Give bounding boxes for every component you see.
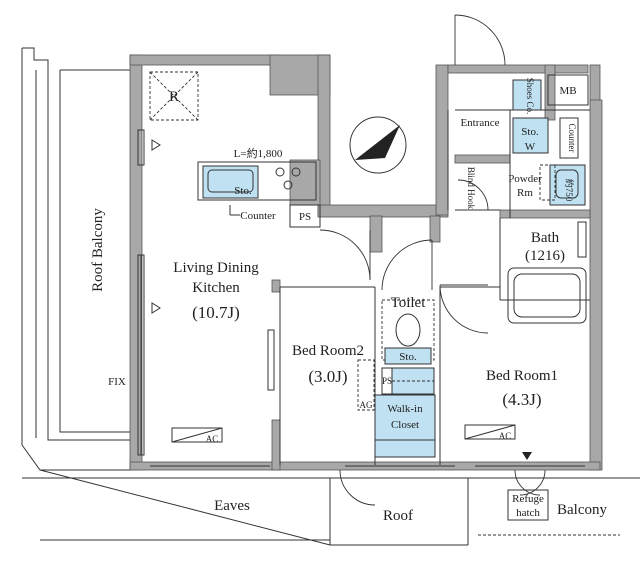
walls [129, 54, 603, 471]
kitchen-length-label: L=約1,800 [234, 146, 283, 160]
ps-box [289, 204, 321, 228]
entrance-counter-label: Counter [567, 124, 577, 153]
entrance-sto-label: Sto. [521, 126, 539, 138]
bed2-size: (3.0J) [308, 367, 347, 386]
walk-in-closet [374, 394, 436, 458]
partitions [137, 109, 590, 465]
ag-label: AG [360, 400, 373, 410]
ldk-label-1: Living Dining [173, 260, 259, 276]
ps-label: PS [299, 211, 311, 223]
roof-label: Roof [383, 508, 413, 524]
bath-size: (1216) [525, 248, 565, 264]
triangle-down-icon [522, 452, 532, 460]
compass-north-icon [349, 116, 407, 174]
kitchen-counter-label: Counter [240, 210, 276, 222]
refuge-label-1: Refuge [512, 493, 544, 505]
walkin-label-2: Closet [391, 419, 419, 431]
blind-hook-label: Blind Hook [466, 167, 476, 210]
balcony-label: Balcony [557, 502, 607, 518]
walkin-label-1: Walk-in [387, 403, 423, 415]
bed2-ag-box [357, 359, 375, 411]
refuge-hatch-box [507, 489, 549, 521]
shoes-label: Shoes Co. [525, 78, 535, 115]
mb-label: MB [559, 85, 576, 97]
bed1-label: Bed Room1 [486, 368, 558, 384]
toilet-sto-label: Sto. [399, 351, 417, 363]
eaves-label: Eaves [214, 498, 250, 514]
ac-label-bed1: AC [499, 431, 512, 441]
kitchen-counter [197, 161, 317, 216]
w-label: W [525, 141, 536, 153]
bath-label: Bath [531, 230, 560, 246]
roof-balcony-label: Roof Balcony [90, 208, 106, 292]
ac-symbols [171, 424, 516, 443]
entrance-fixtures [512, 74, 589, 159]
r-label: R [169, 89, 179, 105]
kitchen-sto-label: Sto. [234, 185, 252, 197]
toilet-fixtures [381, 299, 435, 395]
refrigerator-space [149, 71, 199, 121]
entrance-label: Entrance [460, 117, 499, 129]
fix-label: FIX [108, 376, 126, 388]
ldk-size: (10.7J) [192, 303, 240, 322]
powder-dim: 約750 [564, 179, 575, 202]
ldk-label-2: Kitchen [192, 280, 240, 296]
powder-label-1: Powder [508, 173, 542, 185]
powder-label-2: Rm [517, 187, 533, 199]
labels: Roof Balcony FIX Living Dining Kitchen (… [90, 78, 607, 524]
refuge-label-2: hatch [516, 507, 540, 519]
bed2-label: Bed Room2 [292, 343, 364, 359]
ac-label-ldk: AC [206, 434, 219, 444]
toilet-label: Toilet [391, 295, 427, 311]
window-marks [151, 139, 161, 314]
bed1-size: (4.3J) [502, 390, 541, 409]
site-outline [21, 47, 640, 546]
toilet-ps-label: PS [382, 376, 392, 386]
bathtub [507, 221, 587, 324]
powder-fixtures [539, 164, 586, 206]
doors [319, 14, 546, 506]
